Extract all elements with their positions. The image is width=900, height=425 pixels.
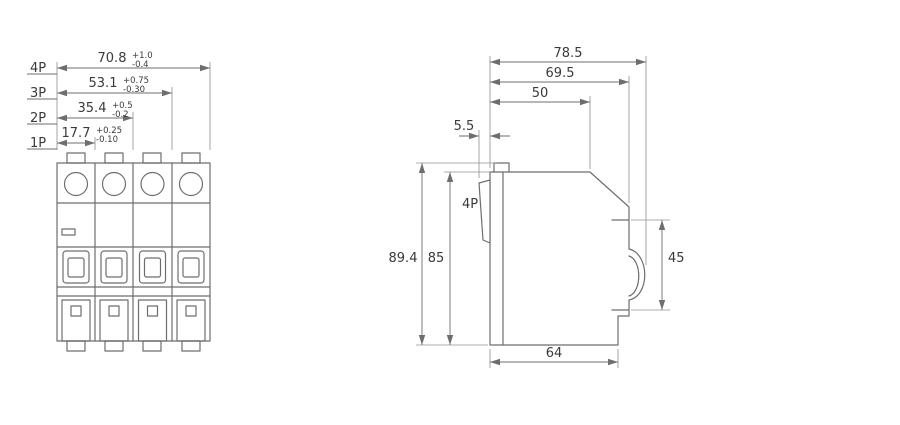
bottom-terminal-blocks: [61, 299, 206, 342]
side-view: 78.5 69.5 50 5.5 4P 89.4 85 45 64: [389, 46, 685, 368]
dim-tol-plus-3p: +0.75: [123, 76, 149, 86]
bottom-terminal-tab: [66, 340, 86, 352]
dim-value-89-4: 89.4: [389, 251, 418, 266]
front-view: 4P 3P 2P 1P 70.8 +1.0 -0.4 53.1 +0.75 -0…: [27, 51, 211, 352]
dim-tol-plus-2p: +0.5: [112, 101, 133, 111]
rail-clip-curve: [628, 255, 640, 297]
pole-label-4p: 4P: [30, 61, 46, 76]
toggle-handle-inner: [143, 257, 162, 278]
bottom-terminal: [137, 299, 168, 342]
dim-value-69-5: 69.5: [546, 66, 575, 81]
terminal-screw-slot: [185, 305, 197, 317]
dim-tol-minus-1p: -0.10: [96, 135, 118, 145]
breaker-side-profile: [478, 162, 646, 346]
dim-value-45: 45: [668, 251, 685, 266]
terminal-screw-slot: [70, 305, 82, 317]
toggle-handle: [138, 250, 167, 284]
dim-value-85: 85: [428, 251, 445, 266]
toggle-handles: [62, 250, 205, 284]
dim-value-3p: 53.1: [89, 76, 118, 91]
dim-value-2p: 35.4: [78, 101, 107, 116]
toggle-handle-inner: [67, 257, 85, 278]
top-terminal-tab: [66, 152, 86, 164]
pole-label-1p: 1P: [30, 136, 46, 151]
dim-tol-minus-4p: -0.4: [132, 60, 149, 70]
bottom-terminal-tab: [104, 340, 124, 352]
terminal-screw-slot: [108, 305, 120, 317]
dim-value-4p: 70.8: [98, 51, 127, 66]
front-dimension-labels: 4P 3P 2P 1P 70.8 +1.0 -0.4 53.1 +0.75 -0…: [30, 51, 153, 151]
dim-value-78-5: 78.5: [554, 46, 583, 61]
top-terminal-tab: [142, 152, 162, 164]
terminal-screw: [101, 171, 127, 197]
front-dimension-lines: [27, 62, 211, 150]
toggle-handle-inner: [105, 257, 123, 278]
terminal-screw: [140, 171, 165, 197]
side-profile-outline: [489, 171, 646, 346]
bottom-terminal-tab: [181, 340, 201, 352]
toggle-handle-inner: [182, 257, 200, 278]
terminal-screw: [178, 171, 204, 197]
breaker-front-body: [56, 152, 211, 352]
dim-value-64: 64: [546, 346, 563, 361]
bottom-terminal-tab: [142, 340, 162, 352]
bottom-terminal: [176, 299, 206, 342]
pole-label-2p: 2P: [30, 111, 46, 126]
top-terminal-tab: [181, 152, 201, 164]
side-toggle-handle: [478, 179, 491, 244]
dim-tol-minus-3p: -0.30: [123, 85, 145, 95]
side-dimension-labels: 78.5 69.5 50 5.5 4P 89.4 85 45 64: [389, 46, 685, 361]
dim-value-5-5: 5.5: [454, 119, 475, 134]
terminal-screw-slot: [146, 305, 159, 317]
toggle-handle: [177, 250, 205, 284]
side-dimension-lines: [416, 56, 670, 368]
dim-value-1p: 17.7: [62, 126, 91, 141]
dim-value-50: 50: [532, 86, 549, 101]
bottom-terminal: [61, 299, 91, 342]
toggle-handle: [100, 250, 128, 284]
dim-tol-minus-2p: -0.2: [112, 110, 129, 120]
pole-label-3p: 3P: [30, 86, 46, 101]
bottom-terminal: [99, 299, 129, 342]
top-terminal-tab: [104, 152, 124, 164]
brand-marking: [61, 228, 76, 236]
side-pole-label: 4P: [462, 197, 478, 212]
dim-tol-plus-1p: +0.25: [96, 126, 122, 136]
top-tab: [493, 162, 510, 173]
dim-tol-plus-4p: +1.0: [132, 51, 153, 61]
toggle-handle: [62, 250, 90, 284]
terminal-screw: [63, 171, 89, 197]
